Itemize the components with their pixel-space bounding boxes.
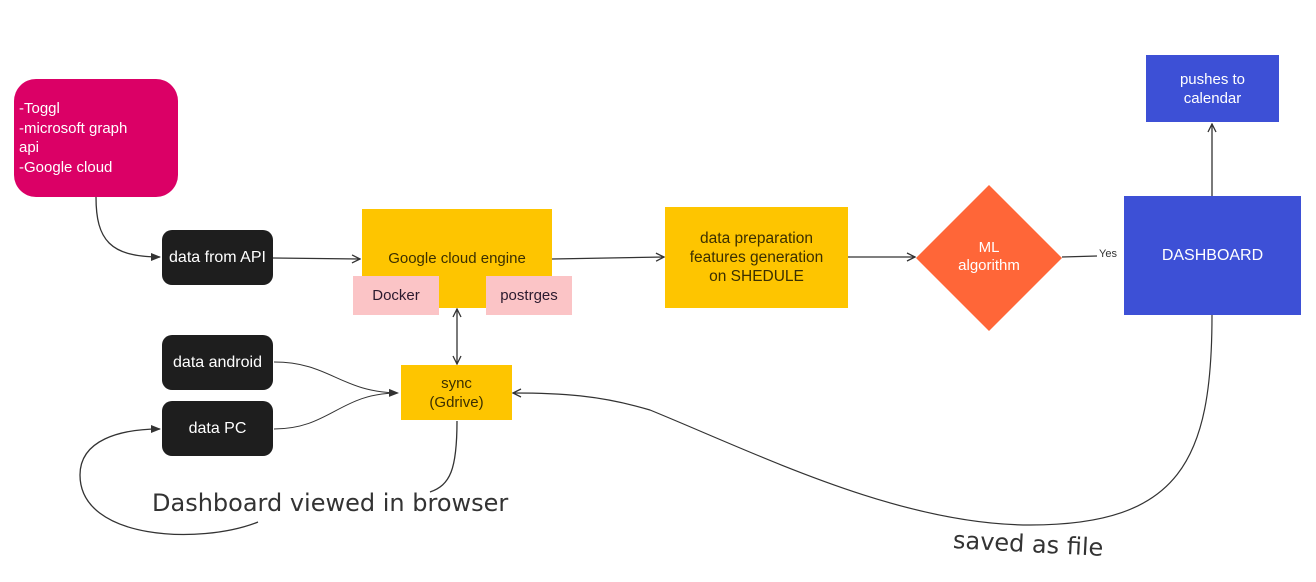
dashboard-viewed-label: Dashboard viewed in browser [152,489,509,517]
data-pc-node: data PC [162,401,273,456]
ml-algorithm-diamond [916,185,1062,331]
ml-algorithm-label: ML algorithm [958,239,1020,274]
google-cloud-engine-label: Google cloud engine [388,250,526,267]
docker-node: Docker [353,276,439,315]
data-android-node: data android [162,335,273,390]
sync-node: sync (Gdrive) [401,365,512,420]
yes-label: Yes [1099,248,1117,260]
postgres-node: postrges [486,276,572,315]
edge-gce-to-prep [551,257,664,259]
edge-dashboard-to-sync [513,314,1213,526]
data-from-api-node: data from API [162,230,273,285]
edge-pc-to-sync [273,392,399,430]
edge-api-to-gce [272,258,360,259]
edge-android-to-sync [273,361,399,397]
edge-sync-to-pc [79,421,458,536]
edge-sources-to-api [95,196,161,261]
edge-ml-to-dashboard [1061,255,1098,258]
sources-node: -Toggl -microsoft graph api -Google clou… [14,79,178,197]
pushes-to-calendar-node: pushes to calendar [1146,55,1279,122]
data-preparation-node: data preparation features generation on … [665,207,848,308]
dashboard-node: DASHBOARD [1124,196,1301,315]
